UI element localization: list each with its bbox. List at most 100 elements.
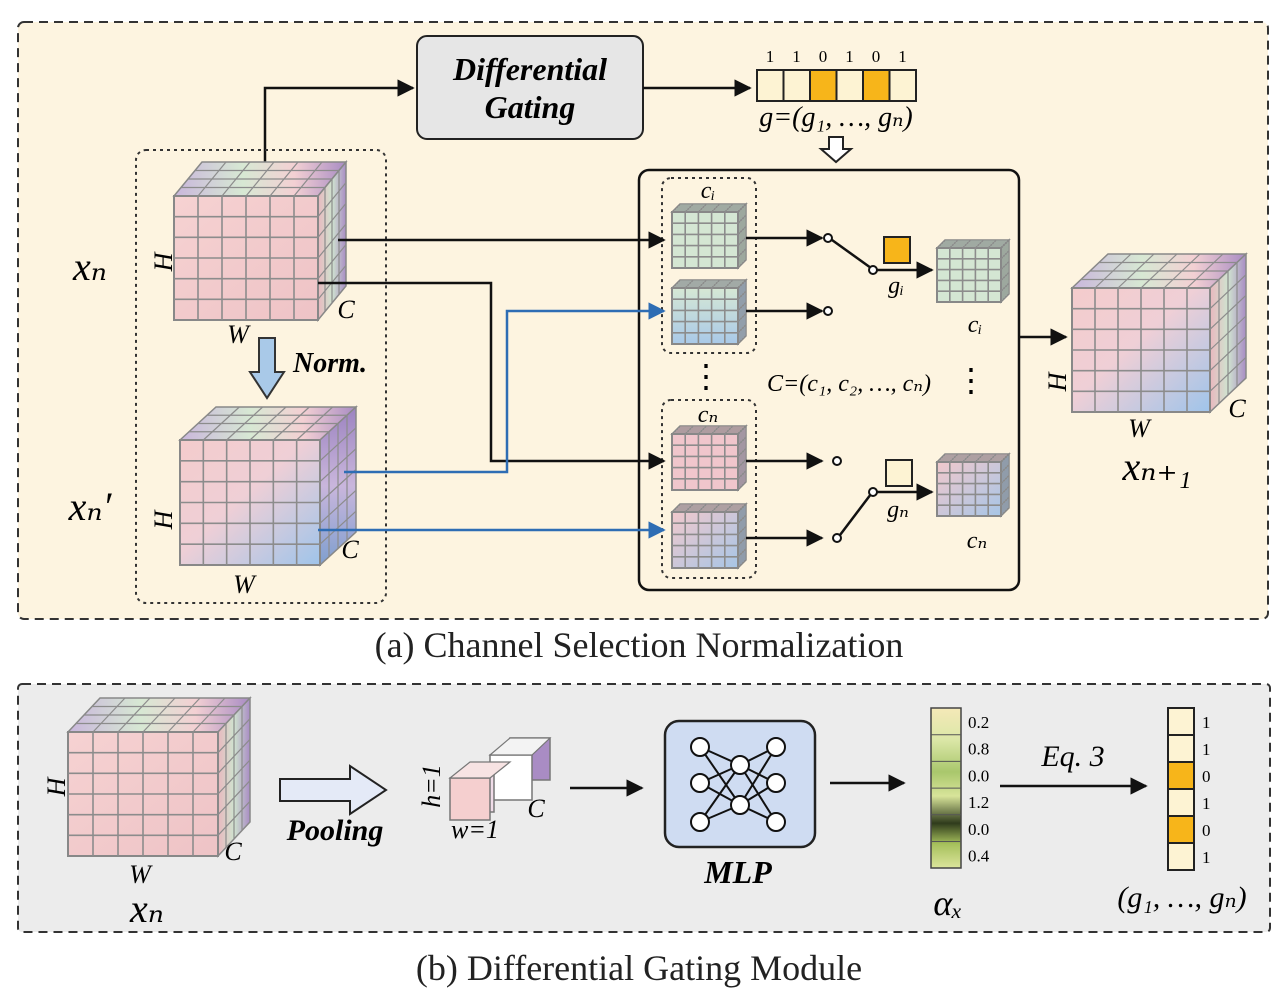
- xn-dim-w: W: [227, 320, 251, 349]
- xnp-dim-w: W: [233, 570, 257, 599]
- xnp-dim-c: C: [341, 535, 359, 564]
- net-node: [690, 812, 710, 832]
- xn-tensor-cube: [172, 159, 348, 323]
- norm-arrow-icon: [248, 337, 286, 400]
- norm-label: Norm.: [292, 348, 367, 379]
- pool-c-label: C: [527, 794, 545, 823]
- out-cell: [1167, 815, 1195, 844]
- gn-label: gₙ: [887, 497, 909, 523]
- channel-selection-frame: [637, 168, 1021, 592]
- pooled-front-cell: [449, 777, 491, 821]
- net-edge: [699, 764, 741, 823]
- channel-cubes: [670, 202, 1011, 570]
- pb-xn-label: xₙ: [129, 886, 164, 931]
- ci-green-cube: [670, 202, 748, 270]
- alpha-value: 0.0: [968, 766, 989, 785]
- alpha-value: 1.2: [968, 793, 989, 812]
- cn-output-cube-front: [936, 461, 1002, 517]
- c-set-label: C=(c₁, c₂, …, cₙ): [767, 371, 931, 397]
- alpha-value: 0.2: [968, 713, 989, 732]
- cn-switch-node-b: [832, 533, 842, 543]
- cn-switch-pivot: [868, 487, 878, 497]
- ci-label: cᵢ: [701, 178, 715, 204]
- pooling-arrow-icon: [279, 764, 388, 816]
- xnp-dim-h: H: [149, 509, 178, 530]
- xn-prime-tensor-cube: [178, 405, 358, 567]
- gi-gate-on: [883, 236, 911, 264]
- arrow-xnp-to-ci: [344, 302, 666, 474]
- out-value: 1: [1202, 713, 1211, 732]
- ci-output-label: cᵢ: [968, 312, 982, 338]
- alpha-value: 0.0: [968, 820, 989, 839]
- net-node: [766, 737, 786, 757]
- gate-bit: 1: [898, 47, 907, 66]
- alpha-values: 0.20.80.01.20.00.4: [931, 713, 990, 866]
- xn1-cube: [1070, 252, 1248, 414]
- input-group-frame: [135, 149, 387, 604]
- net-node: [690, 773, 710, 793]
- gate-bit: 1: [766, 47, 775, 66]
- ci-switch-pivot: [868, 265, 878, 275]
- out-cell: [1167, 842, 1195, 871]
- alpha-value: 0.8: [968, 740, 989, 759]
- net-node: [730, 795, 750, 815]
- neural-network-icon: [690, 737, 786, 832]
- ci-normalized-cube: [670, 278, 748, 346]
- pooled-front-top: [448, 761, 512, 779]
- cn-normalized-cube-front: [671, 511, 739, 569]
- arrow-xn-to-gating: [263, 79, 415, 192]
- gating-box-line2: Gating: [485, 89, 576, 125]
- out-cell: [1167, 761, 1195, 790]
- gate-cell: [835, 69, 864, 102]
- xn-cube: [172, 159, 348, 323]
- pooling-label: Pooling: [286, 814, 384, 847]
- mlp-box: [663, 719, 817, 849]
- net-node: [690, 737, 710, 757]
- net-node: [766, 773, 786, 793]
- pb-dim-h: H: [42, 776, 71, 797]
- cn-output-cube: [935, 452, 1011, 518]
- net-node: [766, 812, 786, 832]
- xn-prime-label: xₙ′: [68, 484, 113, 529]
- cn-switch-lever: [839, 493, 872, 536]
- w1-label: w=1: [451, 815, 499, 844]
- ci-output-cube-front: [936, 247, 1002, 303]
- output-vector-label: (g₁, …, gₙ): [1117, 881, 1246, 914]
- pb-xn-tensor-cube: [66, 696, 252, 858]
- xn-label: xₙ: [72, 244, 107, 289]
- out-value: 0: [1202, 821, 1211, 840]
- ci-green-cube-front: [671, 211, 739, 269]
- net-edge: [739, 746, 777, 806]
- gate-cell: [809, 69, 838, 102]
- gate-bit: 1: [845, 47, 854, 66]
- alpha-label: αₓ: [933, 883, 962, 923]
- cn-normalized-cube: [670, 502, 748, 570]
- xn1-dim-h: H: [1043, 371, 1072, 392]
- cn-pink-cube-front: [671, 433, 739, 491]
- differential-gating-box: Differential Gating: [416, 35, 644, 140]
- panel-a-caption: (a) Channel Selection Normalization: [375, 625, 904, 665]
- net-node: [730, 755, 750, 775]
- hollow-down-arrow-icon: [818, 136, 854, 164]
- gate-cell: [756, 69, 785, 102]
- eq-label: Eq. 3: [1040, 740, 1104, 773]
- xn1-label: xₙ₊₁: [1122, 444, 1192, 489]
- pb-cube: [66, 696, 252, 858]
- ci-switch-node-a: [823, 233, 833, 243]
- xn1-tensor-cube: [1070, 252, 1248, 414]
- gate-bit: 0: [819, 47, 828, 66]
- ci-group-frame: [661, 177, 757, 354]
- cn-group-frame: [661, 399, 757, 579]
- out-cell: [1167, 788, 1195, 817]
- gate-bit: 1: [792, 47, 801, 66]
- ci-normalized-cube-front: [671, 287, 739, 345]
- vdots-left: ⋮: [690, 358, 722, 394]
- cn-label: cₙ: [698, 402, 718, 428]
- pb-dim-c: C: [224, 837, 242, 866]
- out-cell: [1167, 707, 1195, 736]
- gate-cell: [862, 69, 891, 102]
- xn-dim-c: C: [337, 295, 355, 324]
- ci-output-cube: [935, 238, 1011, 304]
